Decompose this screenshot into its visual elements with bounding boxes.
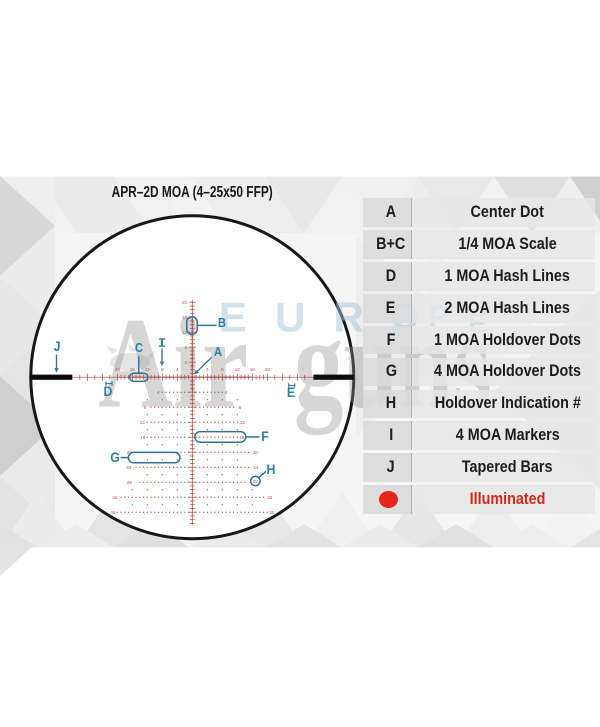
- svg-text:8: 8: [238, 405, 241, 410]
- svg-text:20: 20: [127, 450, 133, 455]
- svg-text:R: R: [334, 293, 364, 340]
- svg-text:16: 16: [130, 367, 136, 372]
- svg-text:8: 8: [143, 405, 146, 410]
- svg-text:36: 36: [110, 510, 116, 515]
- svg-text:20: 20: [182, 300, 188, 305]
- svg-text:16: 16: [250, 367, 256, 372]
- svg-text:4: 4: [157, 390, 160, 395]
- svg-text:20: 20: [115, 367, 121, 372]
- svg-text:4: 4: [225, 390, 228, 395]
- svg-text:12: 12: [235, 367, 241, 372]
- svg-text:E: E: [219, 293, 247, 340]
- svg-text:4: 4: [184, 360, 187, 365]
- svg-text:4: 4: [176, 367, 179, 372]
- svg-text:20: 20: [265, 367, 271, 372]
- svg-text:24: 24: [253, 465, 259, 470]
- svg-text:32: 32: [267, 495, 273, 500]
- svg-text:4: 4: [206, 367, 209, 372]
- svg-text:8: 8: [184, 345, 187, 350]
- svg-text:32: 32: [112, 495, 118, 500]
- svg-text:16: 16: [239, 435, 245, 440]
- svg-text:28: 28: [127, 480, 133, 485]
- svg-text:24: 24: [126, 465, 132, 470]
- svg-text:12: 12: [240, 420, 246, 425]
- svg-text:28: 28: [253, 479, 259, 484]
- svg-text:16: 16: [182, 315, 188, 320]
- svg-text:U: U: [275, 293, 305, 340]
- svg-text:16: 16: [140, 435, 146, 440]
- svg-text:20: 20: [253, 450, 259, 455]
- svg-text:8: 8: [221, 367, 224, 372]
- svg-text:12: 12: [140, 420, 146, 425]
- svg-text:12: 12: [182, 330, 188, 335]
- svg-text:36: 36: [269, 510, 275, 515]
- svg-text:8: 8: [161, 367, 164, 372]
- svg-text:12: 12: [145, 367, 151, 372]
- svg-text:Air: Air: [98, 292, 248, 436]
